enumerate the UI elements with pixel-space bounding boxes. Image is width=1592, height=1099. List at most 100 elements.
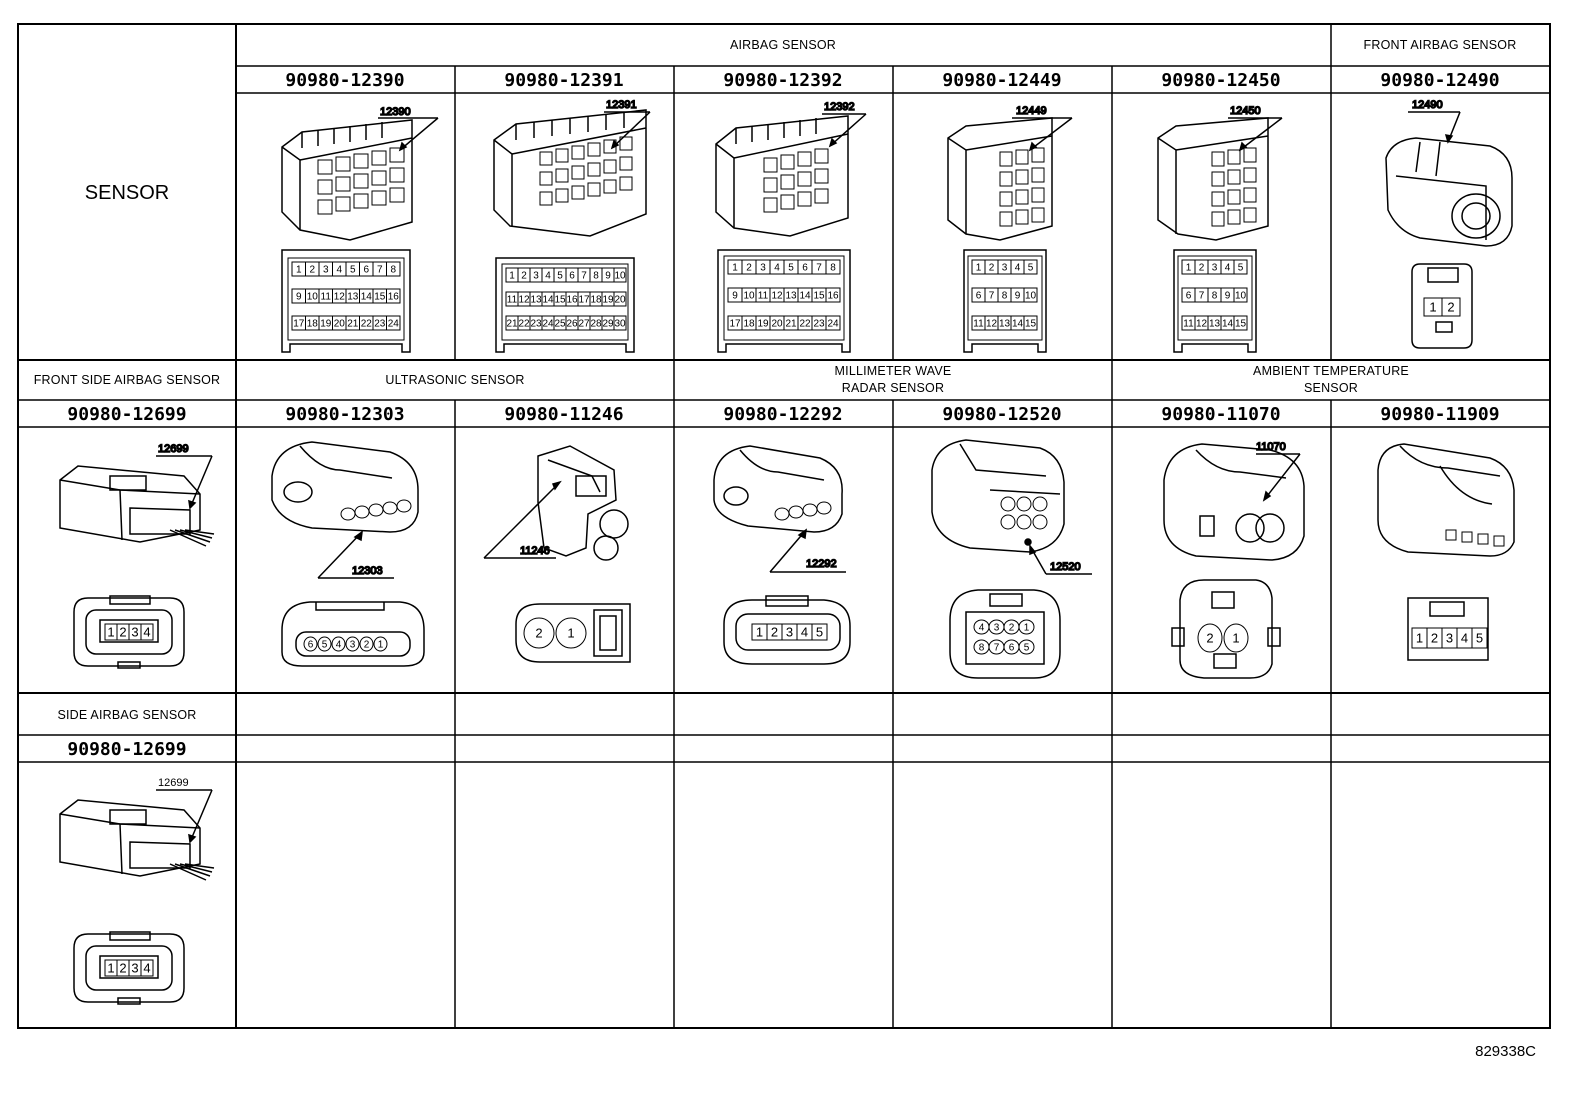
pin-number: 9 — [732, 291, 738, 302]
pin-cell: 24 — [386, 315, 401, 331]
pin-cell: 8 — [1207, 287, 1222, 303]
group-millimeter-wave-line1: MILLIMETER WAVE — [835, 364, 952, 378]
pin-number: 23 — [530, 319, 542, 330]
pin-cell: 10 — [1023, 287, 1038, 303]
part-number: 90980-12699 — [67, 739, 186, 760]
pin-number: 1 — [1024, 623, 1030, 634]
part-number: 90980-12520 — [942, 404, 1061, 425]
pin-number: 4 — [1015, 263, 1021, 274]
pin-cell: 3 — [529, 267, 543, 283]
pin-cell: 4 — [1010, 259, 1025, 275]
pin-cell: 10 — [741, 287, 757, 303]
pin-number: 16 — [388, 292, 400, 303]
pin-cell: 1 — [555, 617, 587, 649]
pin-cell: 3 — [345, 636, 360, 652]
pin-number: 14 — [542, 295, 554, 306]
pin-number: 1 — [296, 265, 302, 276]
pin-cell: 29 — [601, 315, 615, 331]
pin-cell: 24 — [825, 315, 841, 331]
pin-cell: 10 — [305, 288, 320, 304]
callout-label: 12292 — [806, 558, 837, 570]
pin-number: 15 — [1235, 319, 1247, 330]
pin-cell: 22 — [797, 315, 813, 331]
pin-number: 4 — [336, 265, 342, 276]
pin-number: 15 — [554, 295, 566, 306]
callout-label: 12699 — [158, 777, 189, 789]
pin-number: 15 — [374, 292, 386, 303]
pin-number: 18 — [307, 319, 319, 330]
pin-number: 2 — [521, 271, 527, 282]
pin-cell: 5 — [553, 267, 567, 283]
pin-cell: 9 — [291, 288, 306, 304]
pin-cell: 17 — [291, 315, 306, 331]
group-millimeter-wave-line2: RADAR SENSOR — [842, 381, 944, 395]
callout-label: 12303 — [352, 565, 383, 577]
pin-cell: 1 — [104, 623, 118, 641]
pin-number: 4 — [336, 640, 342, 651]
pin-cell: 4 — [332, 261, 347, 277]
pin-number: 5 — [816, 625, 823, 640]
group-front-airbag-sensor: FRONT AIRBAG SENSOR — [1364, 38, 1517, 52]
pin-number: 24 — [388, 319, 400, 330]
connector-12392-drawing — [715, 113, 867, 237]
pin-cell: 2 — [517, 267, 531, 283]
callout-label: 12449 — [1016, 105, 1047, 117]
pin-cell: 3 — [997, 259, 1012, 275]
pin-cell: 14 — [1220, 315, 1235, 331]
pin-cell: 2 — [1426, 627, 1443, 649]
pin-number: 6 — [1009, 643, 1015, 654]
pin-cell: 15 — [811, 287, 827, 303]
pin-cell: 2 — [116, 623, 130, 641]
pin-number: 7 — [994, 643, 1000, 654]
pin-cell: 1 — [373, 636, 388, 652]
pin-cell: 10 — [613, 267, 627, 283]
pin-cell: 12 — [1194, 315, 1209, 331]
pin-number: 11 — [321, 292, 332, 303]
pin-cell: 28 — [589, 315, 603, 331]
pin-cell: 6 — [359, 261, 374, 277]
pin-cell: 1 — [505, 267, 519, 283]
group-ambient-temp-line1: AMBIENT TEMPERATURE — [1253, 364, 1409, 378]
pin-cell: 21 — [783, 315, 799, 331]
pin-number: 23 — [374, 319, 386, 330]
pin-number: 5 — [1238, 263, 1244, 274]
pin-number: 2 — [1447, 300, 1454, 315]
pin-number: 7 — [377, 265, 383, 276]
callout-label: 12392 — [824, 101, 855, 113]
pin-number: 19 — [757, 319, 769, 330]
pin-number: 8 — [979, 643, 985, 654]
pin-cell: 8 — [973, 639, 990, 655]
pin-cell: 2 — [1197, 623, 1223, 653]
pin-cell: 8 — [589, 267, 603, 283]
pin-number: 9 — [1225, 291, 1231, 302]
pin-cell: 16 — [825, 287, 841, 303]
pin-cell: 3 — [781, 623, 798, 641]
pin-cell: 6 — [797, 259, 813, 275]
pin-cell: 15 — [1023, 315, 1038, 331]
pin-number: 22 — [799, 319, 811, 330]
pin-number: 6 — [569, 271, 575, 282]
pin-cell: 7 — [577, 267, 591, 283]
pin-number: 11 — [507, 295, 518, 306]
pin-cell: 5 — [1023, 259, 1038, 275]
part-number: 90980-11070 — [1161, 404, 1280, 425]
pin-cell: 8 — [386, 261, 401, 277]
part-number: 90980-12392 — [723, 70, 842, 91]
pin-cell: 24 — [541, 315, 555, 331]
pin-number: 13 — [347, 292, 359, 303]
pin-number: 15 — [813, 291, 825, 302]
pin-cell: 9 — [727, 287, 743, 303]
pin-cell: 2 — [523, 617, 555, 649]
pin-cell: 19 — [601, 291, 615, 307]
connector-12699-side-drawing — [59, 789, 215, 881]
pin-cell: 19 — [755, 315, 771, 331]
part-number: 90980-12699 — [67, 404, 186, 425]
pin-cell: 2 — [305, 261, 320, 277]
pin-cell: 18 — [305, 315, 320, 331]
pin-cell: 9 — [1010, 287, 1025, 303]
pin-cell: 5 — [1471, 627, 1488, 649]
callout-label: 12390 — [380, 106, 411, 118]
pin-cell: 30 — [613, 315, 627, 331]
pin-cell: 13 — [1207, 315, 1222, 331]
